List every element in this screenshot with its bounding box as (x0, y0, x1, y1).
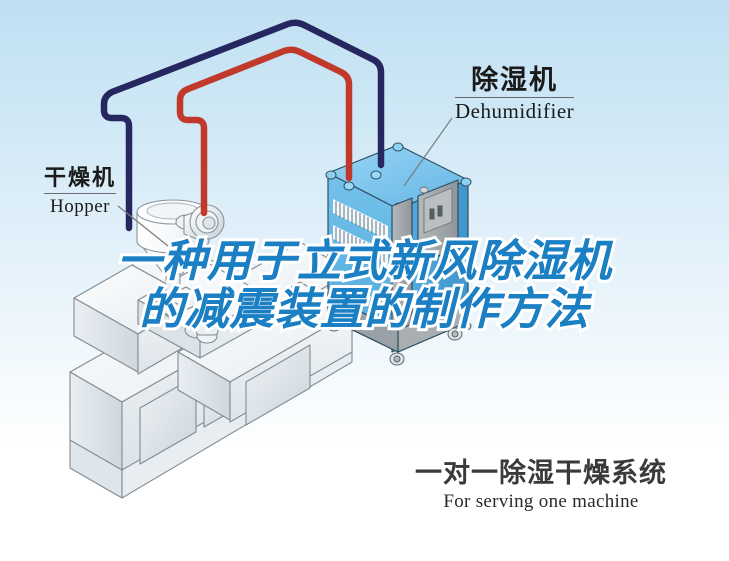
vent-grille (333, 199, 388, 266)
machine-panel (139, 375, 197, 465)
dry-air-supply-pipe (176, 46, 353, 217)
label-dehumidifier-en: Dehumidifier (455, 99, 575, 123)
machine-block2-panel (245, 344, 311, 426)
label-divider (44, 193, 117, 194)
caption-cn: 一对一除湿干燥系统 (415, 458, 667, 489)
label-dehumidifier-cn: 除湿机 (471, 65, 559, 96)
label-dehumidifier: 除湿机 Dehumidifier (455, 65, 575, 124)
label-divider (455, 97, 575, 98)
label-hopper: 干燥机 Hopper (44, 166, 117, 218)
leader-line-dehumidifier (403, 117, 453, 187)
system-caption: 一对一除湿干燥系统 For serving one machine (396, 458, 686, 514)
control-indicator (429, 205, 443, 220)
machine-platform-left (137, 299, 201, 359)
caster-wheel (326, 318, 472, 366)
leader-line-hopper (117, 205, 169, 247)
injection-molding-machine (69, 241, 353, 499)
panel-knob-icon (419, 186, 429, 194)
cabinet-skirt-front (327, 295, 399, 353)
machine-nozzle-assembly (184, 321, 219, 344)
label-hopper-cn: 干燥机 (44, 166, 117, 191)
label-hopper-en: Hopper (50, 196, 110, 217)
pipe-port (343, 170, 382, 191)
vent-slats (335, 201, 385, 265)
dehumidifier-unit (325, 142, 472, 366)
caption-en: For serving one machine (443, 491, 639, 512)
blower-hub (202, 216, 216, 230)
return-air-pipe (100, 19, 385, 232)
